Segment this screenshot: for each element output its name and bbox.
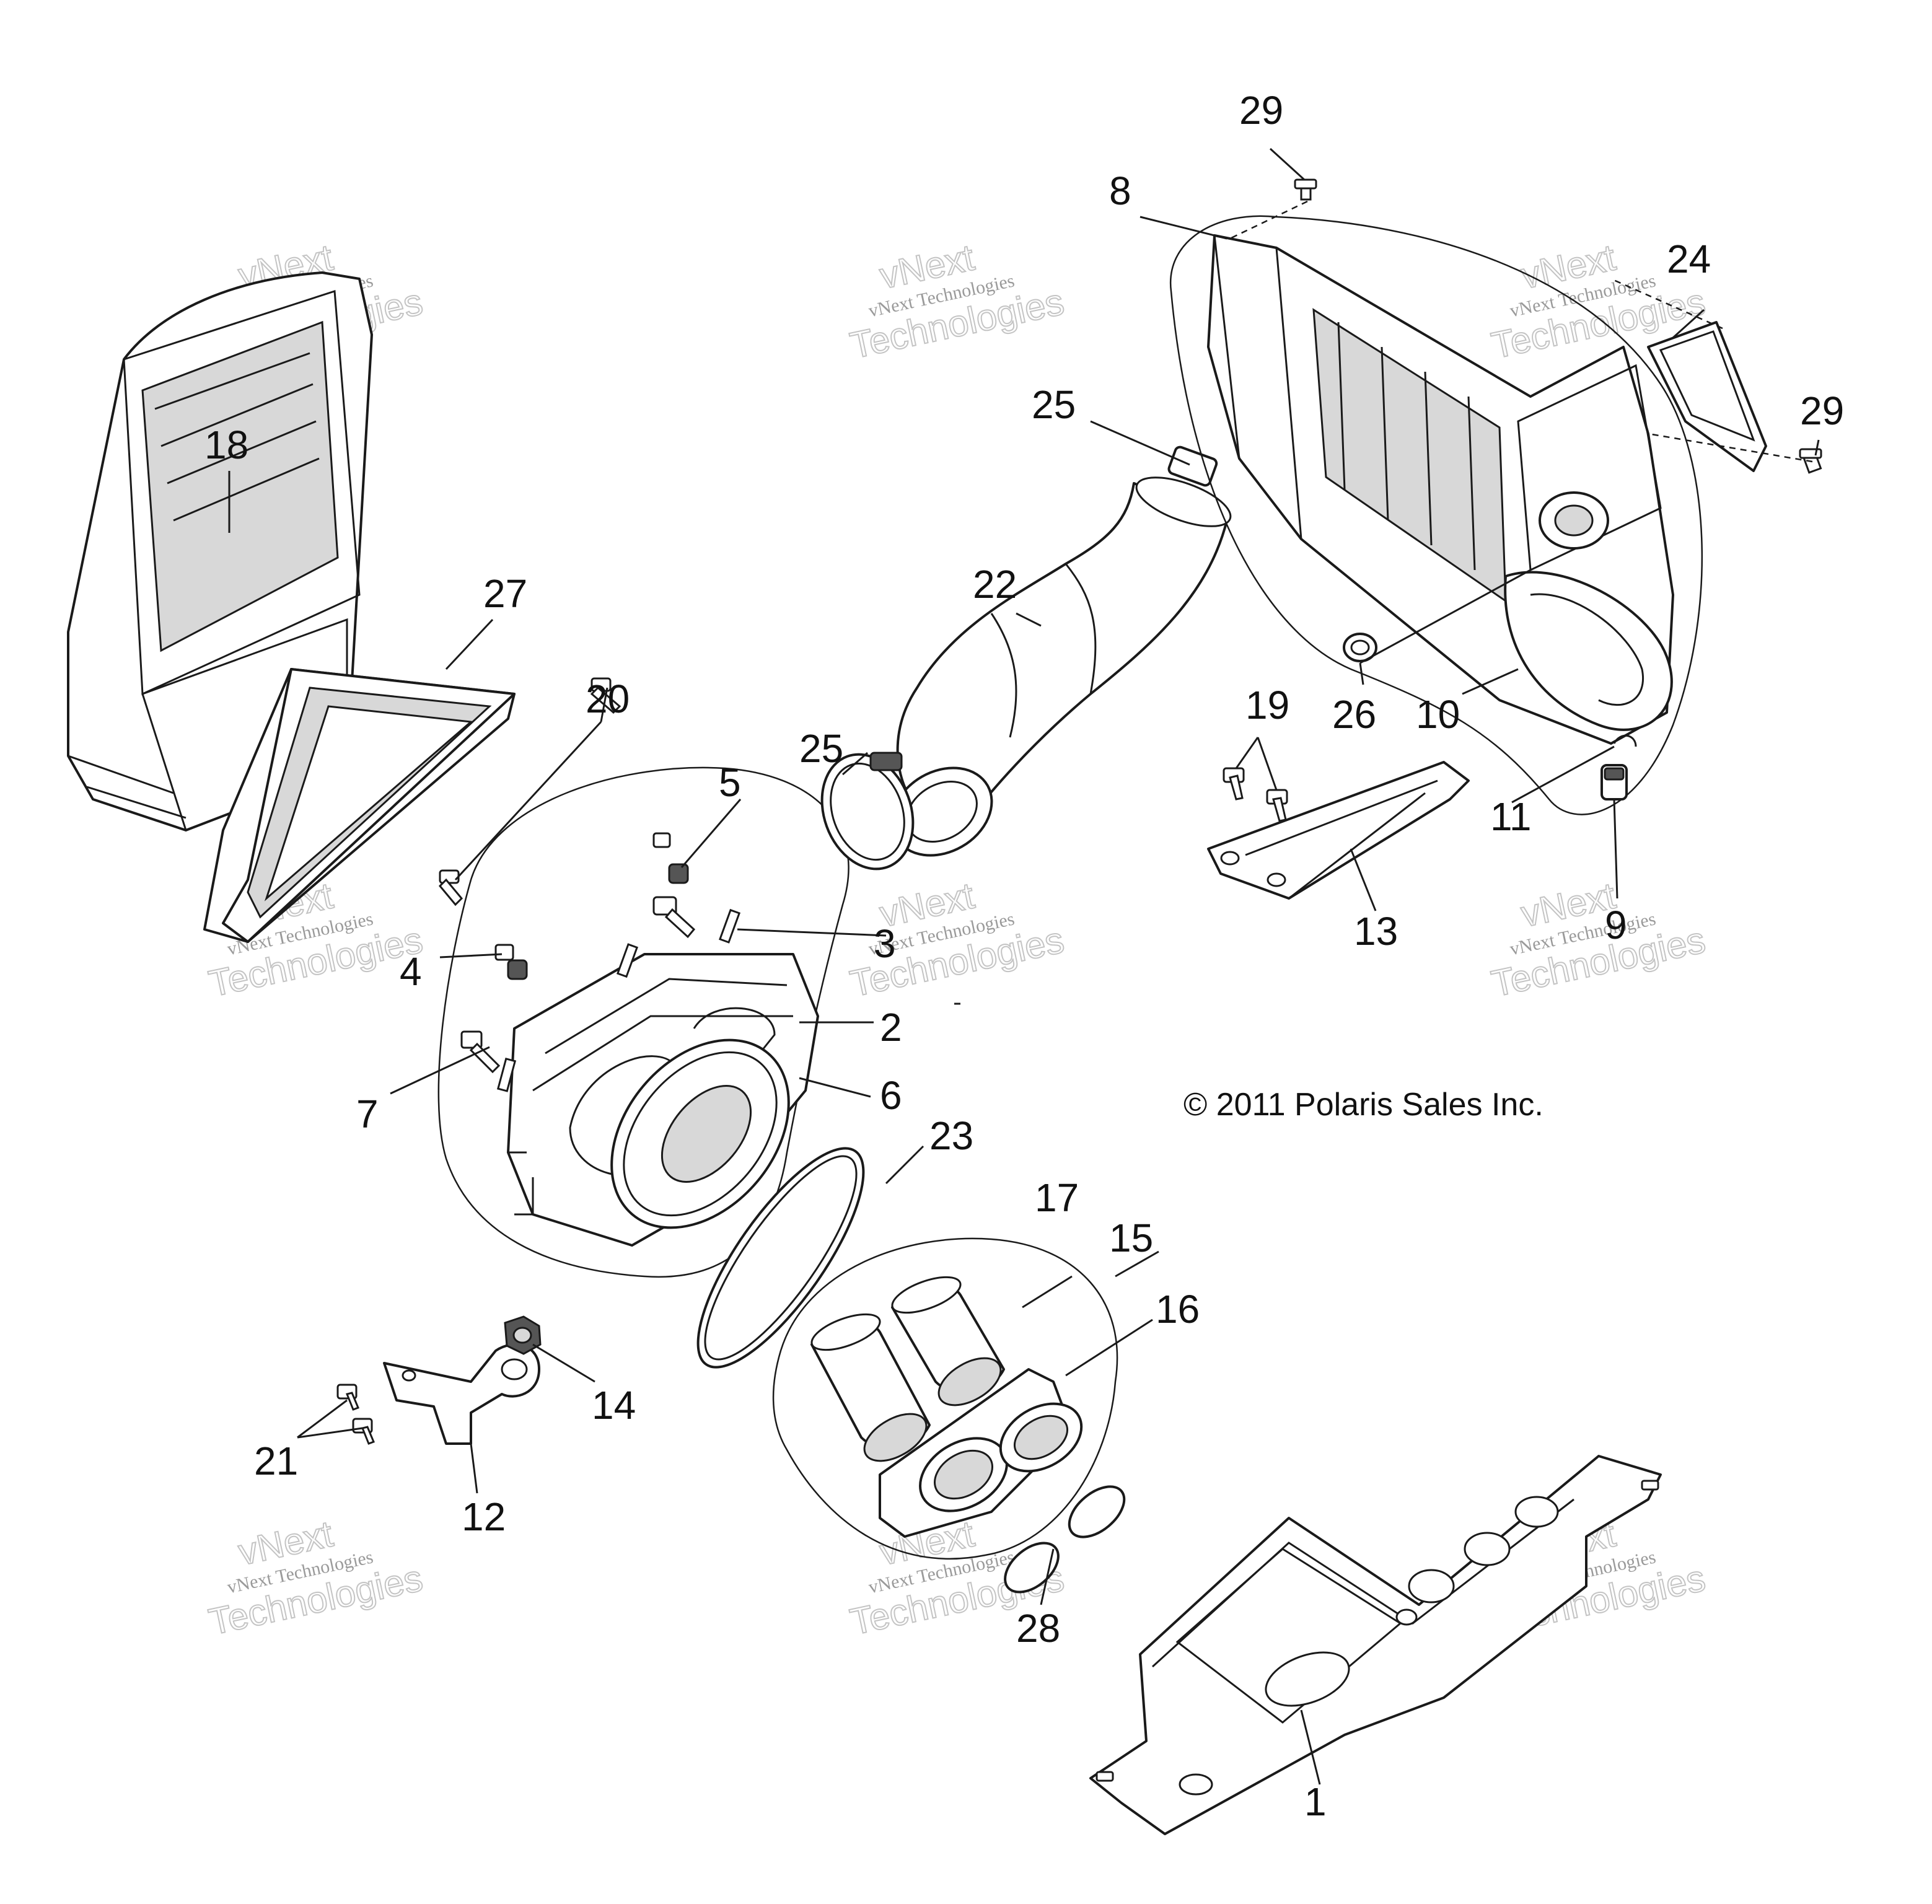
part-24-gasket xyxy=(1647,321,1767,472)
callout-18: 18 xyxy=(204,423,248,467)
callout-26: 26 xyxy=(1332,692,1376,737)
part-26-grommet xyxy=(1343,633,1377,662)
callout-21: 21 xyxy=(254,1439,298,1483)
group-outline-inlet xyxy=(772,1237,1118,1560)
part-16-inlet-plate xyxy=(879,1368,1083,1538)
callout-27: 27 xyxy=(483,571,527,616)
callout-5: 5 xyxy=(719,760,741,805)
callout-20: 20 xyxy=(586,677,630,721)
callout-4: 4 xyxy=(400,949,422,994)
part-7-screw xyxy=(460,1030,517,1092)
callout-24: 24 xyxy=(1667,237,1711,281)
group-outline-resonator xyxy=(1169,215,1703,815)
part-4-grommet xyxy=(494,944,528,980)
callout-8: 8 xyxy=(1109,169,1131,213)
part-5-fasteners xyxy=(652,832,696,939)
group-outline-airbox xyxy=(437,766,850,1278)
callout-17: 17 xyxy=(1035,1175,1079,1220)
part-6-seal xyxy=(610,1038,790,1229)
part-13-bracket xyxy=(1207,761,1470,900)
part-27-air-filter xyxy=(203,668,516,943)
watermark: vNext vNext Technologies Technologies xyxy=(204,1512,427,1644)
part-21-bolts xyxy=(336,1384,375,1445)
alignment-line xyxy=(1229,200,1813,463)
watermark: vNext vNext Technologies Technologies xyxy=(1487,874,1710,1006)
part-14-nut xyxy=(504,1315,542,1355)
callout-7: 7 xyxy=(356,1092,379,1136)
watermark: vNext vNext Technologies Technologies xyxy=(846,236,1068,367)
part-29-screw-upper xyxy=(1294,178,1317,201)
callout-23: 23 xyxy=(929,1113,973,1158)
callout-22: 22 xyxy=(973,562,1017,607)
part-3-pins xyxy=(616,908,741,978)
watermark: vNext vNext Technologies Technologies xyxy=(846,874,1068,1006)
part-17-inlet-tubes xyxy=(810,1276,1005,1462)
callout-15: 15 xyxy=(1109,1216,1153,1260)
callout-29-top: 29 xyxy=(1239,88,1283,133)
callout-2: 2 xyxy=(880,1005,902,1050)
part-25-clamp-upper xyxy=(1167,445,1218,487)
callout-19: 19 xyxy=(1245,683,1289,727)
callout-6: 6 xyxy=(880,1073,902,1118)
part-19-bolts xyxy=(1223,767,1288,822)
part-23-band xyxy=(696,1147,865,1369)
callout-29-right: 29 xyxy=(1800,388,1844,433)
part-12-bracket xyxy=(383,1343,540,1445)
callout-9: 9 xyxy=(1605,903,1627,947)
callout-10: 10 xyxy=(1416,692,1460,737)
callout-labels: 1 2 3 4 5 6 7 8 9 10 11 12 13 14 15 16 1… xyxy=(204,88,1844,1824)
callout-25-lower: 25 xyxy=(799,726,843,771)
part-9-drain-plug xyxy=(1600,764,1628,801)
part-25-clamp-lower xyxy=(820,752,915,871)
leader-lines xyxy=(228,147,1820,1785)
part-11-clip xyxy=(1613,734,1637,747)
callout-28: 28 xyxy=(1016,1606,1060,1651)
callout-11: 11 xyxy=(1490,794,1531,839)
callout-16: 16 xyxy=(1156,1287,1200,1331)
part-10-resonator-duct xyxy=(1504,571,1673,731)
callout-14: 14 xyxy=(592,1383,636,1428)
part-22-intake-duct xyxy=(890,476,1232,857)
callout-13: 13 xyxy=(1354,909,1398,954)
callout-3: 3 xyxy=(874,921,896,966)
callout-25-upper: 25 xyxy=(1032,382,1076,427)
copyright-notice: © 2011 Polaris Sales Inc. xyxy=(1183,1087,1543,1123)
part-28-clamps xyxy=(1004,1485,1126,1594)
callout-12: 12 xyxy=(462,1494,506,1539)
part-1-mount-plate xyxy=(1089,1455,1662,1835)
callout-1: 1 xyxy=(1304,1779,1327,1824)
